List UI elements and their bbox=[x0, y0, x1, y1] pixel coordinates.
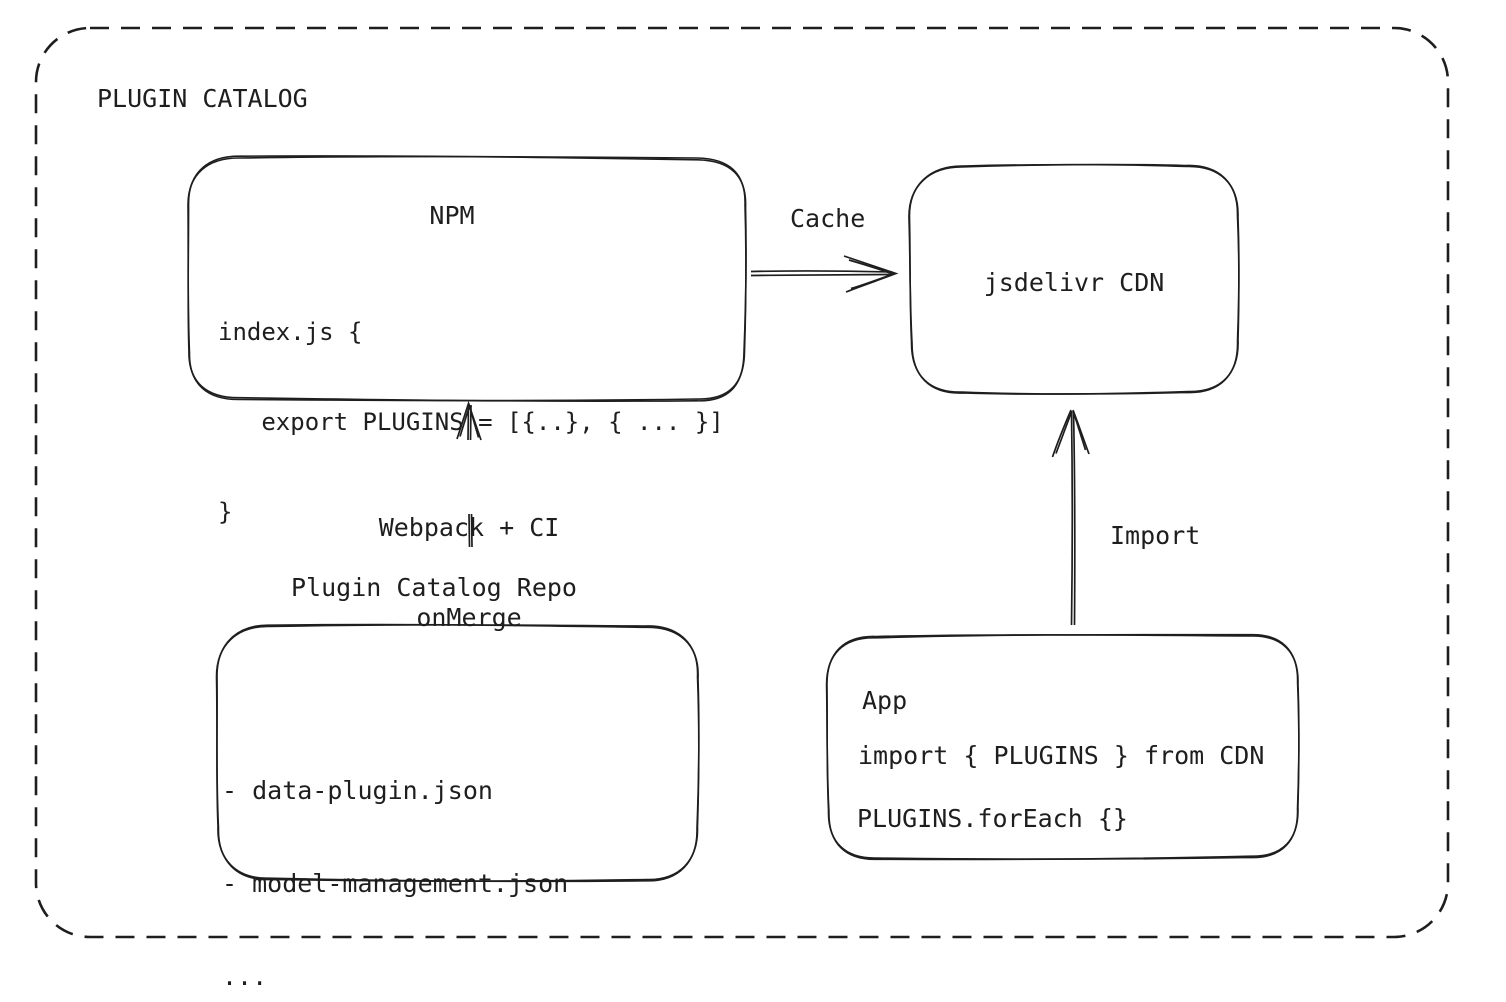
repo-file-list: - data-plugin.json - model-management.js… bbox=[222, 713, 568, 1002]
npm-code-line-1: index.js { bbox=[218, 318, 363, 346]
build-edge-label-line-1: Webpack + CI bbox=[378, 513, 560, 542]
cache-arrow-head bbox=[843, 255, 899, 293]
import-arrow bbox=[1051, 409, 1090, 626]
cache-edge-label: Cache bbox=[790, 204, 866, 233]
build-arrow-segment bbox=[468, 513, 471, 548]
repo-file-line-2: - model-management.json bbox=[222, 869, 569, 898]
build-arrow-shaft bbox=[467, 404, 470, 441]
import-arrow-shaft bbox=[1070, 410, 1074, 626]
frame-title: PLUGIN CATALOG bbox=[97, 84, 308, 113]
repo-file-line-1: - data-plugin.json bbox=[222, 776, 493, 805]
build-arrow-head-echo bbox=[459, 403, 480, 438]
cache-arrow-shaft bbox=[750, 270, 893, 273]
cache-arrow-shaft-echo bbox=[750, 273, 894, 277]
catalog-frame-outline bbox=[34, 26, 1450, 939]
npm-box-stroke-echo bbox=[187, 155, 747, 402]
catalog-frame-border bbox=[34, 26, 1450, 939]
app-code-line-2: PLUGINS.forEach {} bbox=[857, 804, 1128, 833]
app-box-stroke-echo bbox=[825, 633, 1300, 861]
npm-code-line-2: export PLUGINS = [{..}, { ... }] bbox=[218, 408, 724, 436]
app-title: App bbox=[862, 686, 908, 715]
repo-box-stroke-echo bbox=[216, 623, 700, 883]
build-arrow bbox=[456, 400, 482, 548]
repo-label: Plugin Catalog Repo bbox=[291, 573, 577, 602]
import-edge-label: Import bbox=[1110, 521, 1201, 550]
build-edge-label-line-2: onMerge bbox=[416, 603, 522, 632]
import-arrow-head-left-echo bbox=[1055, 411, 1073, 454]
repo-box-outline bbox=[215, 623, 700, 883]
npm-title: NPM bbox=[429, 201, 475, 230]
npm-code-block: index.js { export PLUGINS = [{..}, { ...… bbox=[218, 257, 724, 587]
cdn-label: jsdelivr CDN bbox=[983, 268, 1165, 297]
build-arrow-head bbox=[456, 400, 482, 441]
app-code-line-1: import { PLUGINS } from CDN bbox=[858, 741, 1265, 770]
repo-file-line-3: ... bbox=[222, 962, 268, 991]
build-arrow-shaft-echo bbox=[469, 404, 472, 441]
npm-code-line-3: } bbox=[218, 498, 233, 526]
app-box-outline bbox=[825, 633, 1300, 861]
import-arrow-head-right-echo bbox=[1072, 411, 1087, 451]
npm-box-outline bbox=[187, 155, 747, 402]
cache-arrow-head-echo bbox=[848, 259, 896, 290]
cdn-box-outline bbox=[908, 163, 1240, 395]
cdn-box-stroke-echo bbox=[908, 163, 1240, 395]
cache-arrow bbox=[750, 255, 899, 293]
build-edge-label: Webpack + CI onMerge bbox=[379, 453, 560, 693]
import-arrow-head-left bbox=[1051, 409, 1072, 458]
import-arrow-shaft-echo bbox=[1072, 410, 1076, 626]
build-arrow-segment-echo bbox=[470, 513, 473, 548]
